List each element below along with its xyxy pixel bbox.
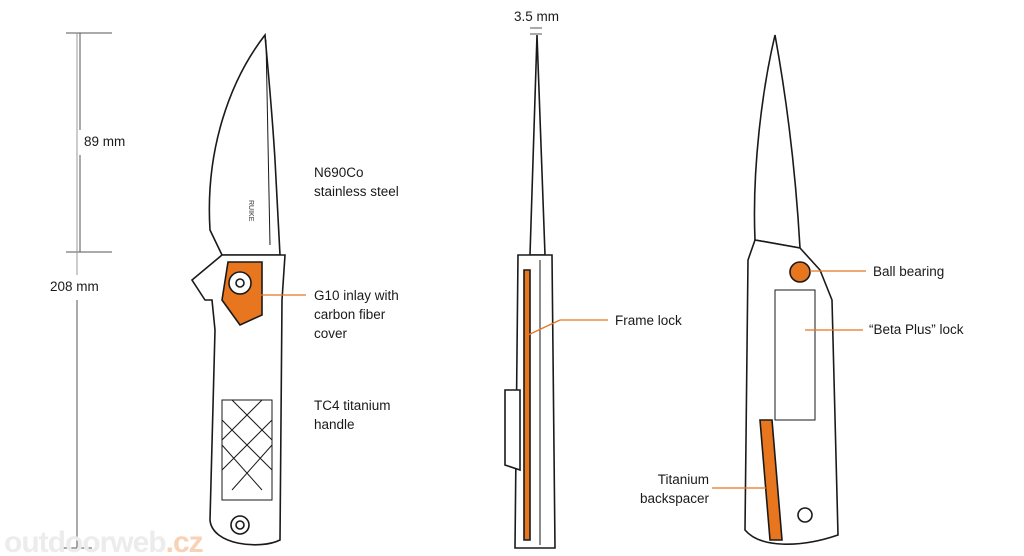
callout-line: carbon fiber bbox=[314, 307, 386, 322]
watermark-tld: .cz bbox=[165, 526, 204, 556]
watermark-main: outdoorweb bbox=[4, 526, 167, 556]
callout-handle: TC4 titanium handle bbox=[314, 396, 391, 434]
callout-frame-lock: Frame lock bbox=[615, 313, 682, 328]
callout-line: cover bbox=[314, 326, 348, 341]
callout-line: TC4 titanium bbox=[314, 398, 391, 413]
thickness-label: 3.5 mm bbox=[514, 9, 560, 24]
callout-line: handle bbox=[314, 417, 355, 432]
callout-blade-steel: N690Co stainless steel bbox=[314, 163, 399, 201]
callout-line: Titanium bbox=[657, 472, 709, 487]
callout-beta-plus: “Beta Plus” lock bbox=[869, 322, 964, 337]
overall-length-label: 208 mm bbox=[50, 279, 99, 294]
callout-line: backspacer bbox=[639, 491, 709, 506]
callout-line: G10 inlay with bbox=[314, 288, 399, 303]
callout-leaders bbox=[258, 270, 866, 489]
callout-backspacer: Titanium backspacer bbox=[627, 470, 709, 508]
brand-mark: RUIKE bbox=[247, 200, 254, 222]
blade-length-label: 89 mm bbox=[84, 134, 126, 149]
callout-inlay: G10 inlay with carbon fiber cover bbox=[314, 286, 399, 343]
callout-ball-bearing: Ball bearing bbox=[873, 264, 945, 279]
callout-line: N690Co bbox=[314, 165, 364, 180]
watermark: outdoorweb.cz bbox=[4, 526, 204, 556]
knife-back-view bbox=[744, 34, 839, 545]
knife-spine-view bbox=[504, 34, 556, 549]
knife-side-view bbox=[190, 32, 286, 546]
callout-line: stainless steel bbox=[314, 184, 399, 199]
dimension-lines bbox=[62, 27, 542, 549]
